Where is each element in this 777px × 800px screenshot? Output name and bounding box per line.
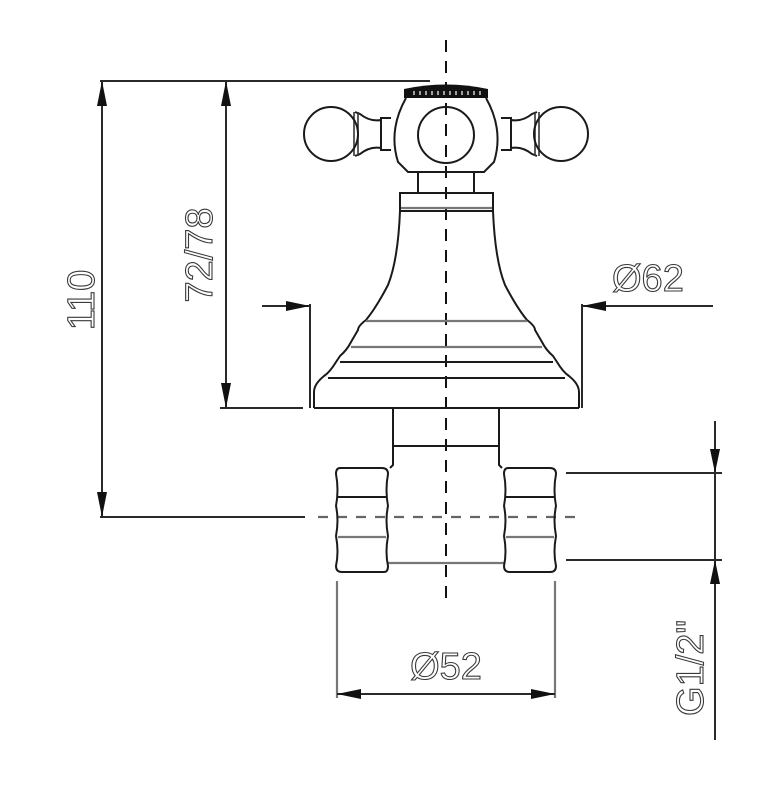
bell-outline-right (492, 210, 580, 408)
left-knob (303, 106, 359, 162)
dimension-label-72-78: 72/78 (179, 207, 221, 302)
knurl-ticks-icon (413, 91, 481, 95)
dimension-handle-height: 72/78 (178, 81, 303, 409)
escutcheon (313, 192, 580, 409)
collar (399, 192, 494, 212)
knurled-cap (404, 84, 488, 98)
dimension-body-diameter: Ø52 (335, 581, 557, 699)
dimension-label-thread: G1/2" (670, 620, 712, 716)
right-hex-fitting (502, 467, 558, 573)
hub-center-circle (417, 106, 475, 164)
cross-handle (303, 84, 589, 193)
left-arm (354, 111, 391, 157)
valve-body (334, 408, 558, 573)
dimension-label-110: 110 (61, 270, 103, 331)
left-hex-fitting (334, 467, 390, 573)
dimension-overall-height: 110 (60, 80, 430, 518)
bell-outline-left (313, 210, 401, 408)
dimension-thread: G1/2" (566, 421, 722, 740)
right-arm (501, 111, 538, 157)
dimension-label-62: Ø62 (612, 258, 684, 300)
right-knob (533, 106, 589, 162)
dimension-label-52: Ø52 (410, 646, 482, 688)
handle-hub (393, 97, 499, 173)
dimension-flange-diameter: Ø62 (262, 257, 713, 408)
